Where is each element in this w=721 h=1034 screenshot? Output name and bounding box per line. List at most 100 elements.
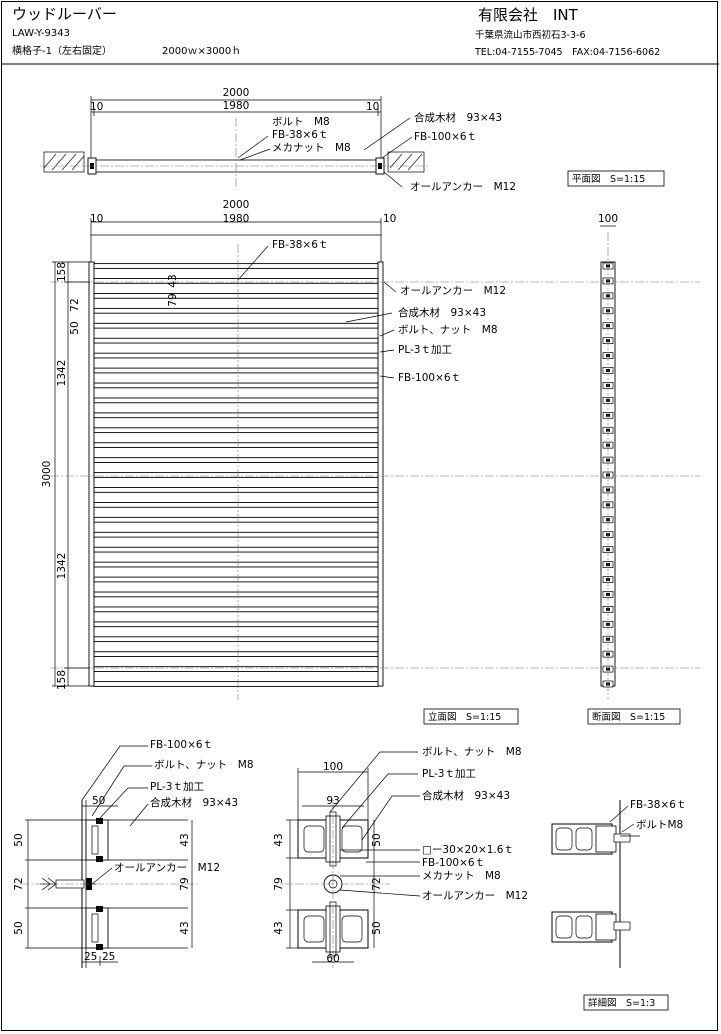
dm-dim-l43b: 43: [273, 921, 285, 934]
elev-slat: [93, 337, 379, 344]
elev-slat: [93, 502, 379, 508]
plan-view: 2000 1980 10 10 合成木材 93×43 ボルト M8 FB-38×…: [40, 87, 665, 193]
dl-dim-b25b: 25: [102, 951, 115, 963]
dm-callout-fb100: FB-100×6ｔ: [422, 857, 485, 869]
dl-callout-bolt-nut: ボルト、ナット M8: [154, 759, 254, 771]
elev-slat: [93, 307, 379, 314]
dl-callout-pl3: PL-3ｔ加工: [150, 781, 204, 793]
elev-slat: [93, 263, 379, 269]
dm-callout-bolt-nut: ボルト、ナット M8: [422, 746, 522, 758]
title-block: ウッドルーバー LAW-Y-9343 横格子-1（左右固定） 2000ｗ×300…: [1, 5, 719, 65]
dm-dim-r72: 72: [371, 877, 383, 890]
elev-slat: [93, 278, 379, 284]
dm-callout-wood: 合成木材 93×43: [422, 789, 510, 802]
detail-scale-box: [583, 994, 669, 1011]
plan-wall-hatch: [43, 153, 423, 171]
elev-slat: [93, 382, 379, 389]
dl-dim-h72: 72: [13, 877, 25, 890]
elev-slat: [93, 651, 379, 657]
dr-callout-fb38: FB-38×6ｔ: [630, 799, 686, 811]
model-code: LAW-Y-9343: [12, 28, 70, 39]
elev-dim-mid-upper: 1342: [56, 360, 68, 387]
elev-slat: [93, 352, 379, 359]
elev-slat: [93, 293, 379, 299]
section-scale-box: [587, 708, 681, 725]
elev-dim-overall-w: 2000: [223, 199, 250, 211]
elev-callout-fb38: FB-38×6ｔ: [272, 239, 328, 251]
elev-dim-bottom: 158: [56, 670, 68, 690]
elev-slat: [93, 606, 379, 613]
detail-right: FB-38×6ｔ ボルトM8 詳細図 S=1:3: [551, 799, 686, 1011]
size-line: 2000ｗ×3000ｈ: [162, 45, 241, 57]
plan-dim-inner: 1980: [223, 100, 250, 112]
elev-callout-bolt-nut: ボルト、ナット M8: [398, 324, 498, 336]
dl-callout-wood: 合成木材 93×43: [150, 796, 238, 809]
dl-dim-r79: 79: [179, 877, 191, 890]
elev-callout-fb100: FB-100×6ｔ: [398, 372, 461, 384]
spec-line: 横格子-1（左右固定）: [12, 44, 112, 57]
elev-slat: [93, 636, 379, 643]
elev-dim-mid-lower: 1342: [56, 553, 68, 580]
plan-wall-right: [387, 151, 425, 173]
dm-callout-anchor: オールアンカー M12: [422, 890, 528, 902]
elev-callout-pl3: PL-3ｔ加工: [398, 344, 452, 356]
elev-dim-pitch-b: 72: [69, 298, 81, 311]
elev-scale-label: 立面図 S=1:15: [428, 711, 501, 723]
dl-dim-r43a: 43: [179, 833, 191, 846]
plan-dim-right-gap: 10: [366, 101, 379, 113]
elev-dim-left-gap: 10: [90, 213, 103, 225]
dm-callout-tube: □ー30×20×1.6ｔ: [422, 844, 514, 856]
elev-slat: [93, 487, 379, 493]
product-name: ウッドルーバー: [12, 5, 117, 23]
plan-dim-left-gap: 10: [90, 101, 103, 113]
plan-callout-bolt: ボルト M8: [272, 116, 330, 128]
elev-slat: [93, 457, 379, 463]
plan-scale-label: 平面図 S=1:15: [572, 174, 645, 185]
elev-slat: [93, 666, 379, 672]
elev-dim-right-gap: 10: [383, 213, 396, 225]
elev-slat: [93, 561, 379, 568]
elev-dim-slat-b: 43: [167, 274, 179, 287]
detail-scale-label: 詳細図 S=1:3: [588, 997, 655, 1009]
plan-wall-left: [43, 151, 85, 173]
elev-slat: [93, 397, 379, 404]
dr-callout-bolt: ボルトM8: [636, 819, 683, 831]
section-scale-label: 断面図 S=1:15: [592, 711, 665, 723]
section-dim-width: 100: [598, 213, 618, 225]
elev-slat: [93, 516, 379, 523]
section-view: 100 断面図 S=1:15: [587, 213, 681, 725]
plan-callout-anchor: オールアンカー M12: [410, 181, 516, 193]
dm-dim-b60: 60: [326, 953, 339, 965]
elev-slat: [93, 576, 379, 583]
plan-callout-fb38: FB-38×6ｔ: [272, 129, 328, 141]
elev-post-left: [88, 261, 95, 687]
dm-dim-r50b: 50: [371, 921, 383, 934]
elev-slats: [93, 263, 379, 687]
elevation-view: 2000 1980 10 10 3000 158 158 1342 1342 5…: [41, 199, 700, 725]
company-contact: TEL:04-7155-7045 FAX:04-7156-6062: [474, 47, 660, 58]
elev-slat: [93, 442, 379, 448]
plan-bolt-right: [378, 163, 382, 169]
elev-slat: [93, 427, 379, 434]
detail-middle: 100 93 43 79 43 50 72 50 60: [273, 746, 528, 968]
dm-dim-l79: 79: [273, 877, 285, 890]
elev-callout-anchor: オールアンカー M12: [400, 285, 506, 297]
elev-post-right: [377, 261, 384, 687]
elev-slat: [93, 681, 379, 687]
elev-scale-box: [423, 708, 519, 725]
elev-slat: [93, 367, 379, 374]
dm-dim-r50a: 50: [371, 833, 383, 846]
dm-callout-nut: メカナット M8: [422, 870, 501, 882]
dl-callout-fb100: FB-100×6ｔ: [150, 739, 213, 751]
plan-callout-fb100: FB-100×6ｔ: [414, 131, 477, 143]
elev-dim-slat-a: 79: [167, 293, 179, 306]
elev-slat: [93, 591, 379, 598]
elev-callout-wood: 合成木材 93×43: [398, 306, 486, 319]
elev-dim-height: 3000: [41, 461, 53, 488]
dm-dim-w100: 100: [323, 761, 343, 773]
elev-dim-top: 158: [56, 262, 68, 282]
elev-slat: [93, 546, 379, 553]
elev-slat: [93, 472, 379, 478]
